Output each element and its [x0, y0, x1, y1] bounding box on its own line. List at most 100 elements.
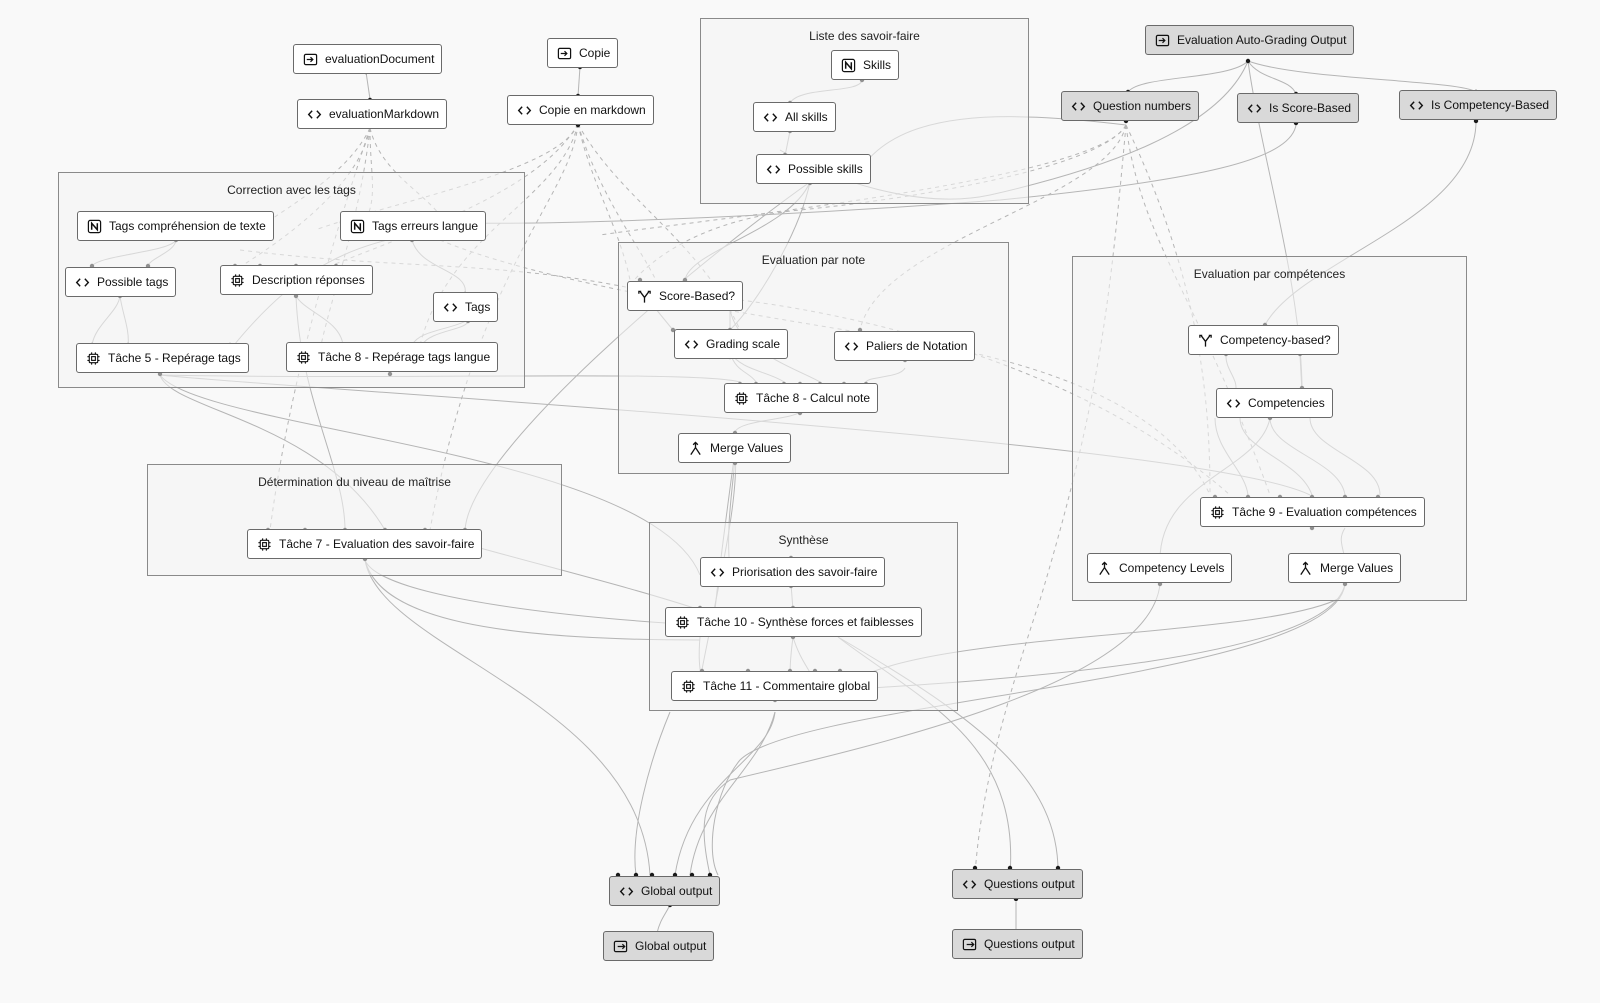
node-tache-8-tags-langue[interactable]: Tâche 8 - Repérage tags langue — [286, 342, 499, 372]
node-merge-values-competences[interactable]: Merge Values — [1288, 553, 1402, 583]
node-label: Competency-based? — [1220, 333, 1331, 347]
code-icon — [1408, 97, 1424, 113]
code-icon — [843, 338, 859, 354]
node-label: Grading scale — [706, 337, 781, 351]
node-copie[interactable]: Copie — [547, 38, 619, 68]
node-label: Possible skills — [788, 162, 863, 176]
output-icon — [961, 936, 977, 952]
notion-icon — [840, 57, 856, 73]
chip-icon — [674, 614, 690, 630]
node-score-based[interactable]: Score-Based? — [627, 281, 744, 311]
node-label: Questions output — [984, 877, 1075, 891]
node-label: Is Score-Based — [1269, 101, 1352, 115]
group-title: Evaluation par note — [761, 253, 866, 267]
node-competency-levels[interactable]: Competency Levels — [1087, 553, 1233, 583]
node-label: Tâche 8 - Repérage tags langue — [318, 350, 491, 364]
node-possible-skills[interactable]: Possible skills — [756, 154, 871, 184]
node-tache-5[interactable]: Tâche 5 - Repérage tags — [76, 343, 249, 373]
code-icon — [762, 109, 778, 125]
node-competencies[interactable]: Competencies — [1216, 388, 1333, 418]
chip-icon — [229, 272, 245, 288]
node-tache-8-calcul-note[interactable]: Tâche 8 - Calcul note — [724, 383, 879, 413]
node-all-skills[interactable]: All skills — [753, 102, 836, 132]
node-label: Is Competency-Based — [1431, 98, 1550, 112]
branch-icon — [636, 288, 652, 304]
node-global-output[interactable]: Global output — [609, 876, 721, 906]
node-possible-tags[interactable]: Possible tags — [65, 267, 177, 297]
node-is-competency-based[interactable]: Is Competency-Based — [1399, 90, 1558, 120]
node-tache-9[interactable]: Tâche 9 - Evaluation compétences — [1200, 497, 1425, 527]
node-label: evaluationDocument — [325, 52, 435, 66]
node-label: Paliers de Notation — [866, 339, 968, 353]
group-title: Correction avec les tags — [227, 183, 356, 197]
group-title: Evaluation par compétences — [1193, 267, 1346, 281]
code-icon — [765, 161, 781, 177]
group-evaluation-competences: Evaluation par compétences — [1072, 256, 1467, 601]
chip-icon — [1209, 504, 1225, 520]
node-auto-grading-output[interactable]: Evaluation Auto-Grading Output — [1145, 25, 1355, 55]
group-title: Synthèse — [778, 533, 829, 547]
node-label: Global output — [635, 939, 707, 953]
input-icon — [302, 51, 318, 67]
node-label: Global output — [641, 884, 713, 898]
node-label: Possible tags — [97, 275, 169, 289]
code-icon — [442, 299, 458, 315]
chip-icon — [733, 390, 749, 406]
node-copie-markdown[interactable]: Copie en markdown — [507, 95, 654, 125]
chip-icon — [85, 350, 101, 366]
code-icon — [709, 564, 725, 580]
merge-icon — [1096, 560, 1112, 576]
node-priorisation-savoir-faire[interactable]: Priorisation des savoir-faire — [700, 557, 886, 587]
code-icon — [618, 883, 634, 899]
code-icon — [1246, 100, 1262, 116]
merge-icon — [1297, 560, 1313, 576]
code-icon — [1225, 395, 1241, 411]
node-label: All skills — [785, 110, 828, 124]
node-label: Tâche 8 - Calcul note — [756, 391, 871, 405]
node-tags-comprehension[interactable]: Tags compréhension de texte — [77, 211, 274, 241]
node-questions-output[interactable]: Questions output — [952, 869, 1083, 899]
node-label: Merge Values — [710, 441, 784, 455]
node-label: Copie — [579, 46, 611, 60]
node-label: Description réponses — [252, 273, 365, 287]
node-label: Tâche 9 - Evaluation compétences — [1232, 505, 1417, 519]
output-icon — [612, 938, 628, 954]
code-icon — [74, 274, 90, 290]
node-label: Question numbers — [1093, 99, 1192, 113]
node-tags-erreurs-langue[interactable]: Tags erreurs langue — [340, 211, 487, 241]
node-label: Tâche 7 - Evaluation des savoir-faire — [279, 537, 475, 551]
node-label: evaluationMarkdown — [329, 107, 440, 121]
node-label: Score-Based? — [659, 289, 736, 303]
node-evaluation-document[interactable]: evaluationDocument — [293, 44, 443, 74]
chip-icon — [295, 349, 311, 365]
node-questions-output-exit[interactable]: Questions output — [952, 929, 1083, 959]
node-tags[interactable]: Tags — [433, 292, 499, 322]
node-question-numbers[interactable]: Question numbers — [1061, 91, 1200, 121]
node-paliers-notation[interactable]: Paliers de Notation — [834, 331, 976, 361]
group-niveau-maitrise: Détermination du niveau de maîtrise — [147, 464, 562, 576]
node-tache-11[interactable]: Tâche 11 - Commentaire global — [671, 671, 879, 701]
node-label: Tâche 11 - Commentaire global — [703, 679, 871, 693]
group-title: Détermination du niveau de maîtrise — [258, 475, 451, 489]
node-label: Questions output — [984, 937, 1075, 951]
node-label: Tags compréhension de texte — [109, 219, 266, 233]
node-evaluation-markdown[interactable]: evaluationMarkdown — [297, 99, 448, 129]
code-icon — [683, 336, 699, 352]
code-icon — [1070, 98, 1086, 114]
node-label: Tags — [465, 300, 491, 314]
node-is-score-based[interactable]: Is Score-Based — [1237, 93, 1360, 123]
merge-icon — [687, 440, 703, 456]
node-grading-scale[interactable]: Grading scale — [674, 329, 789, 359]
node-merge-values-note[interactable]: Merge Values — [678, 433, 792, 463]
node-tache-10[interactable]: Tâche 10 - Synthèse forces et faiblesses — [665, 607, 922, 637]
node-skills[interactable]: Skills — [831, 50, 900, 80]
node-label: Merge Values — [1320, 561, 1394, 575]
node-competency-based[interactable]: Competency-based? — [1188, 325, 1339, 355]
node-global-output-exit[interactable]: Global output — [603, 931, 715, 961]
node-label: Tâche 10 - Synthèse forces et faiblesses — [697, 615, 914, 629]
node-tache-7[interactable]: Tâche 7 - Evaluation des savoir-faire — [247, 529, 483, 559]
branch-icon — [1197, 332, 1213, 348]
node-label: Competencies — [1248, 396, 1325, 410]
notion-icon — [349, 218, 365, 234]
node-description-reponses[interactable]: Description réponses — [220, 265, 373, 295]
